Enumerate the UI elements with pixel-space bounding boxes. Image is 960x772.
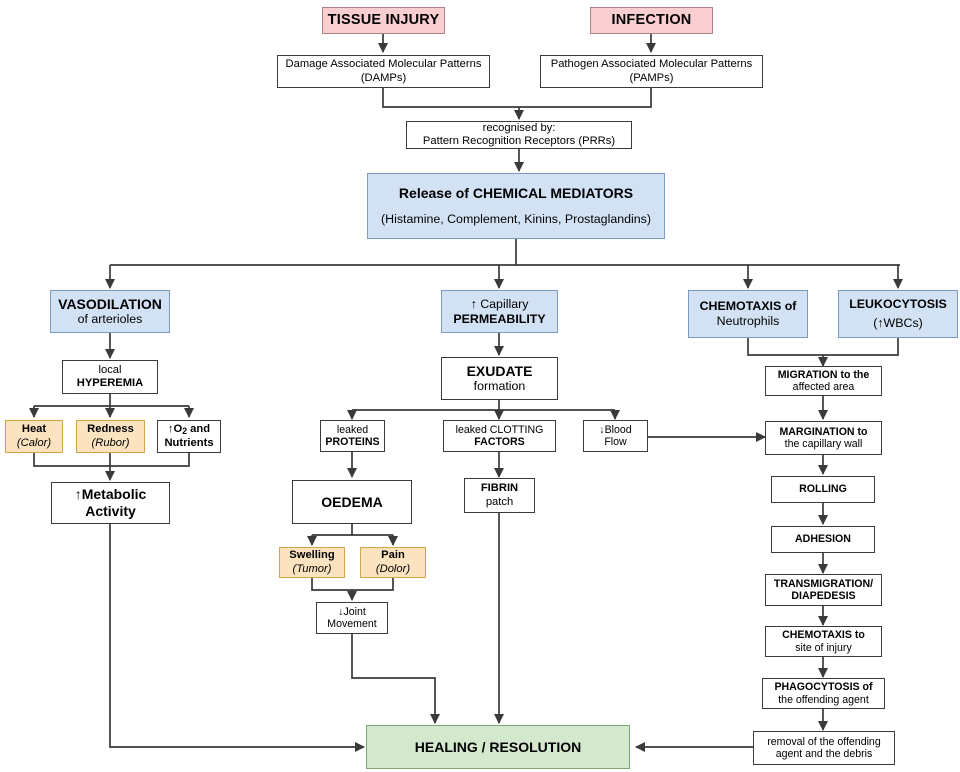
node-rolling[interactable]: ROLLING bbox=[771, 476, 875, 503]
node-damps-line2: (DAMPs) bbox=[360, 71, 407, 84]
node-chemotaxis-site-of-injury[interactable]: CHEMOTAXIS to site of injury bbox=[765, 626, 882, 657]
node-joint-movement-line1: ↓Joint bbox=[338, 605, 366, 618]
node-heat-calor-line2: (Calor) bbox=[16, 436, 52, 449]
node-migration-line1: MIGRATION to the bbox=[777, 368, 870, 381]
node-exudate-formation-line2: formation bbox=[473, 379, 526, 394]
node-metabolic-activity-line1: ↑Metabolic bbox=[74, 486, 147, 503]
node-exudate-formation-line1: EXUDATE bbox=[466, 362, 533, 379]
node-phagocytosis-line2: the offending agent bbox=[778, 693, 869, 706]
node-oedema-line1: OEDEMA bbox=[321, 493, 383, 510]
node-prrs[interactable]: recognised by: Pattern Recognition Recep… bbox=[406, 121, 632, 149]
node-swelling-tumor-line2: (Tumor) bbox=[292, 562, 332, 575]
node-fibrin-patch-line2: patch bbox=[485, 495, 514, 508]
node-margination[interactable]: MARGINATION to the capillary wall bbox=[765, 421, 882, 455]
node-capillary-permeability-line1: ↑ Capillary bbox=[470, 296, 529, 311]
node-metabolic-activity-line2: Activity bbox=[85, 503, 136, 519]
node-removal-of-agent-line2: agent and the debris bbox=[775, 748, 873, 760]
node-margination-line1: MARGINATION to bbox=[779, 425, 868, 438]
node-chemotaxis-site-of-injury-line2: site of injury bbox=[795, 641, 852, 654]
node-chemical-mediators[interactable]: Release of CHEMICAL MEDIATORS (Histamine… bbox=[367, 173, 665, 239]
node-swelling-tumor[interactable]: Swelling (Tumor) bbox=[279, 547, 345, 578]
node-vasodilation-line2: of arterioles bbox=[77, 312, 143, 327]
node-fibrin-patch[interactable]: FIBRIN patch bbox=[464, 478, 535, 513]
node-capillary-permeability[interactable]: ↑ Capillary PERMEABILITY bbox=[441, 290, 558, 333]
node-leaked-proteins-line1: leaked bbox=[336, 423, 369, 436]
node-phagocytosis[interactable]: PHAGOCYTOSIS of the offending agent bbox=[762, 678, 885, 709]
node-adhesion-line1: ADHESION bbox=[795, 533, 851, 546]
node-o2-nutrients-line1: ↑O2 and bbox=[167, 423, 211, 437]
node-phagocytosis-line1: PHAGOCYTOSIS of bbox=[774, 681, 873, 693]
node-local-hyperemia[interactable]: local HYPEREMIA bbox=[62, 360, 158, 394]
node-removal-of-agent[interactable]: removal of the offending agent and the d… bbox=[753, 731, 895, 765]
node-joint-movement[interactable]: ↓Joint Movement bbox=[316, 602, 388, 634]
node-pain-dolor-line2: (Dolor) bbox=[375, 562, 411, 575]
node-o2-nutrients-line2: Nutrients bbox=[164, 436, 214, 449]
node-redness-rubor[interactable]: Redness (Rubor) bbox=[76, 420, 145, 453]
node-infection-line1: INFECTION bbox=[611, 11, 692, 28]
node-leukocytosis-line1: LEUKOCYTOSIS bbox=[849, 296, 947, 311]
node-leukocytosis[interactable]: LEUKOCYTOSIS (↑WBCs) bbox=[838, 290, 958, 338]
node-leukocytosis-line2: (↑WBCs) bbox=[873, 316, 923, 331]
node-chemotaxis-neutrophils-line1: CHEMOTAXIS of bbox=[699, 299, 797, 314]
node-transmigration-diapedesis[interactable]: TRANSMIGRATION/ DIAPEDESIS bbox=[765, 574, 882, 606]
node-metabolic-activity[interactable]: ↑Metabolic Activity bbox=[51, 482, 170, 524]
node-fibrin-patch-line1: FIBRIN bbox=[480, 482, 519, 495]
node-local-hyperemia-line2: HYPEREMIA bbox=[76, 377, 144, 389]
node-local-hyperemia-line1: local bbox=[98, 363, 122, 376]
node-chemical-mediators-line1: Release of CHEMICAL MEDIATORS bbox=[398, 185, 634, 202]
node-blood-flow[interactable]: ↓Blood Flow bbox=[583, 420, 648, 452]
node-healing-resolution[interactable]: HEALING / RESOLUTION bbox=[366, 725, 630, 769]
node-chemical-mediators-line2: (Histamine, Complement, Kinins, Prostagl… bbox=[381, 212, 651, 227]
node-adhesion[interactable]: ADHESION bbox=[771, 526, 875, 553]
node-damps-line1: Damage Associated Molecular Patterns bbox=[285, 58, 482, 71]
node-vasodilation[interactable]: VASODILATION of arterioles bbox=[50, 290, 170, 333]
node-pain-dolor-line1: Pain bbox=[381, 549, 405, 562]
node-prrs-line1: recognised by: bbox=[482, 121, 556, 134]
node-exudate-formation[interactable]: EXUDATE formation bbox=[441, 357, 558, 400]
node-pamps[interactable]: Pathogen Associated Molecular Patterns (… bbox=[540, 55, 763, 88]
node-chemotaxis-neutrophils-line2: Neutrophils bbox=[716, 314, 780, 328]
node-pamps-line1: Pathogen Associated Molecular Patterns bbox=[550, 58, 753, 71]
node-chemotaxis-site-of-injury-line1: CHEMOTAXIS to bbox=[782, 629, 865, 641]
node-infection[interactable]: INFECTION bbox=[590, 7, 713, 34]
node-migration[interactable]: MIGRATION to the affected area bbox=[765, 366, 882, 396]
node-margination-line2: the capillary wall bbox=[784, 438, 863, 450]
node-blood-flow-line1: ↓Blood bbox=[599, 423, 632, 436]
node-capillary-permeability-line2: PERMEABILITY bbox=[453, 311, 546, 326]
node-leaked-clotting-factors-line2: FACTORS bbox=[474, 436, 525, 448]
node-pamps-line2: (PAMPs) bbox=[629, 71, 674, 84]
node-leaked-clotting-factors-line1: leaked CLOTTING bbox=[455, 423, 544, 436]
node-tissue-injury-line1: TISSUE INJURY bbox=[327, 11, 440, 28]
node-blood-flow-line2: Flow bbox=[604, 436, 627, 448]
node-joint-movement-line2: Movement bbox=[327, 618, 377, 630]
node-prrs-line2: Pattern Recognition Receptors (PRRs) bbox=[422, 135, 616, 147]
node-redness-rubor-line2: (Rubor) bbox=[91, 436, 130, 449]
node-vasodilation-line1: VASODILATION bbox=[58, 295, 162, 312]
node-healing-resolution-line1: HEALING / RESOLUTION bbox=[414, 738, 582, 755]
node-redness-rubor-line1: Redness bbox=[87, 423, 134, 436]
node-transmigration-diapedesis-line1: TRANSMIGRATION/ bbox=[773, 577, 874, 590]
node-rolling-line1: ROLLING bbox=[799, 483, 847, 496]
node-tissue-injury[interactable]: TISSUE INJURY bbox=[322, 7, 445, 34]
node-leaked-proteins-line2: PROTEINS bbox=[325, 436, 380, 448]
node-migration-line2: affected area bbox=[792, 381, 855, 393]
node-heat-calor[interactable]: Heat (Calor) bbox=[5, 420, 63, 453]
node-transmigration-diapedesis-line2: DIAPEDESIS bbox=[791, 590, 856, 602]
node-damps[interactable]: Damage Associated Molecular Patterns (DA… bbox=[277, 55, 490, 88]
node-oedema[interactable]: OEDEMA bbox=[292, 480, 412, 524]
node-leaked-clotting-factors[interactable]: leaked CLOTTING FACTORS bbox=[443, 420, 556, 452]
node-pain-dolor[interactable]: Pain (Dolor) bbox=[360, 547, 426, 578]
node-o2-nutrients[interactable]: ↑O2 and Nutrients bbox=[157, 420, 221, 453]
node-heat-calor-line1: Heat bbox=[21, 423, 47, 436]
node-removal-of-agent-line1: removal of the offending bbox=[767, 735, 881, 748]
node-chemotaxis-neutrophils[interactable]: CHEMOTAXIS of Neutrophils bbox=[688, 290, 808, 338]
node-swelling-tumor-line1: Swelling bbox=[289, 549, 335, 562]
node-leaked-proteins[interactable]: leaked PROTEINS bbox=[320, 420, 385, 452]
